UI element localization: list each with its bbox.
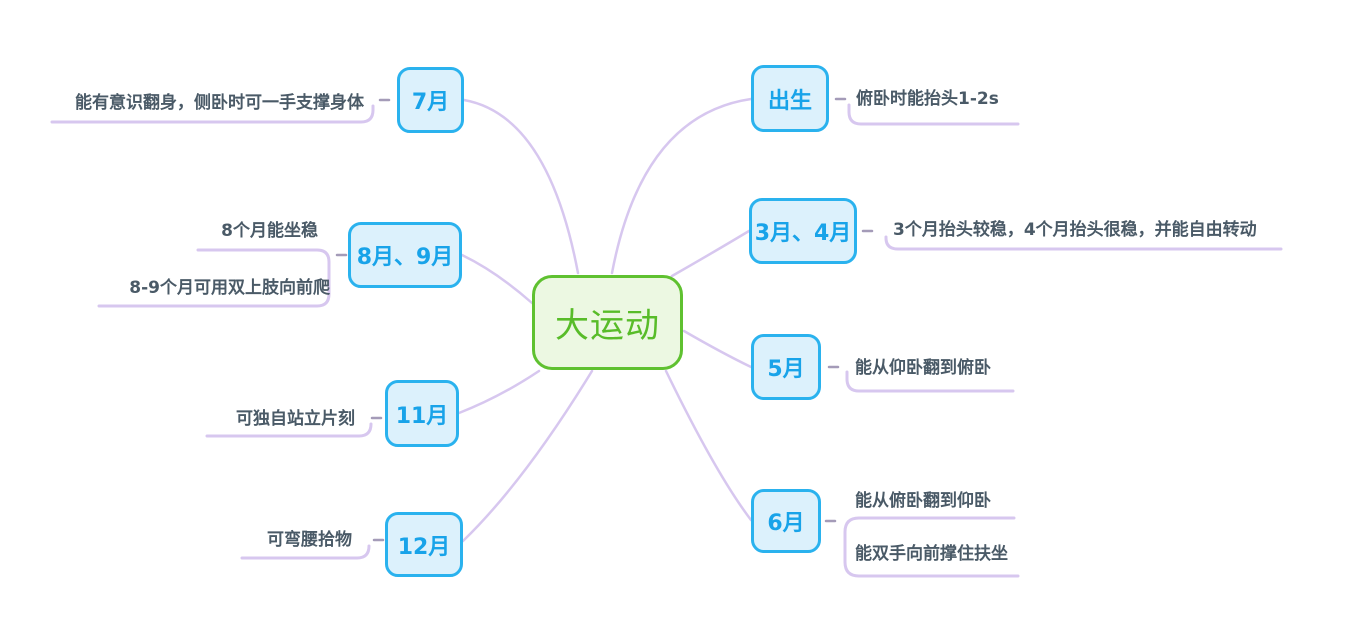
branch-topic-month11[interactable]: 11月 xyxy=(385,380,459,447)
branch-topic-month6[interactable]: 6月 xyxy=(751,489,821,553)
subtopic-month6-0[interactable]: 能从俯卧翻到仰卧 xyxy=(855,491,991,511)
subtopic-month5-0[interactable]: 能从仰卧翻到俯卧 xyxy=(855,358,991,378)
subtopic-month6-1[interactable]: 能双手向前撑住扶坐 xyxy=(855,544,1008,564)
subtopic-month11-0[interactable]: 可独自站立片刻 xyxy=(236,409,355,429)
branch-topic-month7[interactable]: 7月 xyxy=(397,67,464,133)
subtopic-month8-9-0[interactable]: 8个月能坐稳 xyxy=(221,221,318,241)
connector-central-to-m12 xyxy=(461,369,594,543)
subtopic-month8-9-1[interactable]: 8-9个月可用双上肢向前爬 xyxy=(129,278,330,298)
branch-topic-birth[interactable]: 出生 xyxy=(751,65,829,132)
connector-central-to-m7 xyxy=(462,98,580,275)
branch-topic-month5[interactable]: 5月 xyxy=(751,334,821,400)
subtopic-month7-0[interactable]: 能有意识翻身，侧卧时可一手支撑身体 xyxy=(75,93,364,113)
connector-central-to-m5 xyxy=(682,329,753,369)
subtopic-birth-0[interactable]: 俯卧时能抬头1-2s xyxy=(856,89,999,109)
branch-topic-month12[interactable]: 12月 xyxy=(385,512,463,577)
connector-central-to-m89 xyxy=(460,253,534,305)
connector-central-to-m34 xyxy=(670,229,751,278)
connector-central-to-birth xyxy=(610,97,753,275)
subtopic-month3-4-0[interactable]: 3个月抬头较稳，4个月抬头很稳，并能自由转动 xyxy=(893,220,1257,240)
connector-central-to-m6 xyxy=(664,369,753,522)
subtopic-month12-0[interactable]: 可弯腰拾物 xyxy=(267,530,352,550)
connector-central-to-m11 xyxy=(457,369,541,415)
branch-topic-month8-9[interactable]: 8月、9月 xyxy=(348,222,462,288)
branch-topic-month3-4[interactable]: 3月、4月 xyxy=(749,198,857,264)
central-topic[interactable]: 大运动 xyxy=(532,275,683,370)
